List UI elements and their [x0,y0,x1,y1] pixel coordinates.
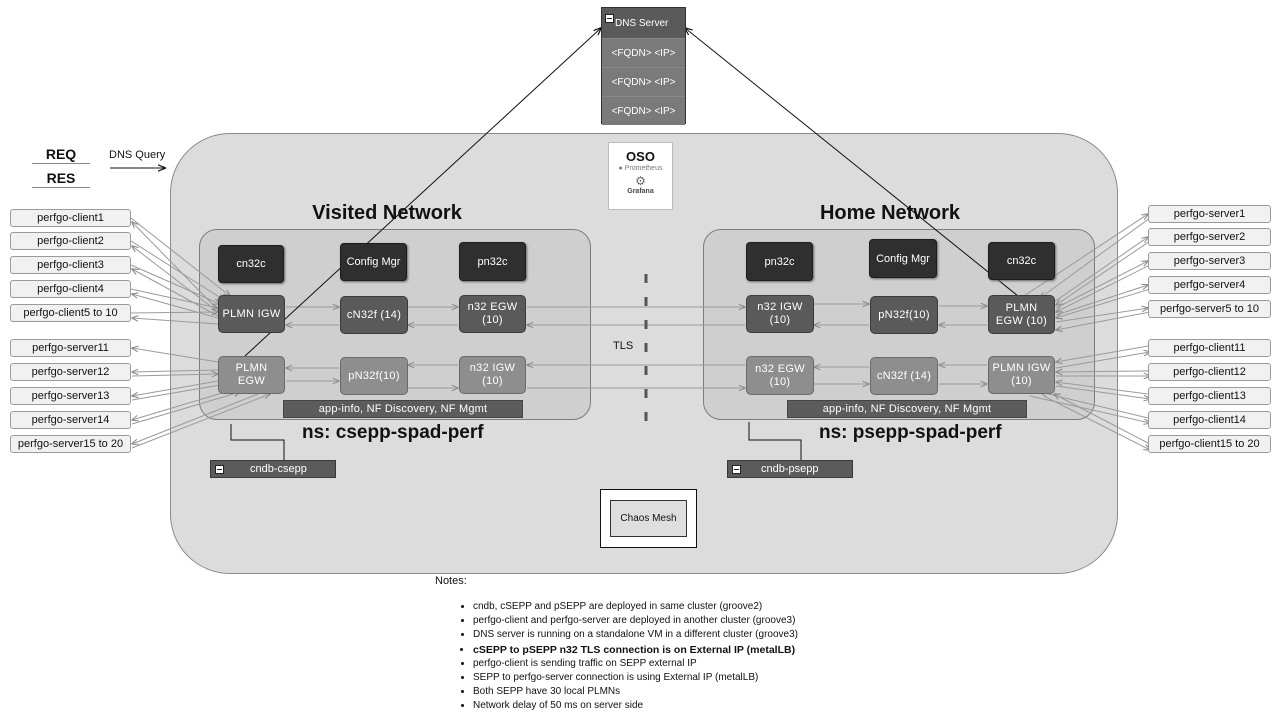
right-client-box[interactable]: perfgo-client11 [1148,339,1271,357]
right-server-box[interactable]: perfgo-server5 to 10 [1148,300,1271,318]
collapse-icon[interactable] [605,13,614,23]
right-server-box[interactable]: perfgo-server1 [1148,205,1271,223]
left-client-box[interactable]: perfgo-client3 [10,256,131,274]
right-client-box[interactable]: perfgo-client13 [1148,387,1271,405]
prometheus-icon: ● [618,165,623,172]
home-pn32f[interactable]: pN32f(10) [870,296,938,334]
dns-server-header: DNS Server [602,8,685,38]
home-n32-igw[interactable]: n32 IGW (10) [746,295,814,333]
visited-config-mgr[interactable]: Config Mgr [340,243,407,281]
note-item: cSEPP to pSEPP n32 TLS connection is on … [473,643,965,657]
home-plmn-igw[interactable]: PLMN IGW (10) [988,356,1055,394]
visited-namespace-label: ns: csepp-spad-perf [302,422,484,443]
chaos-mesh-box[interactable]: Chaos Mesh [610,500,687,537]
dns-server-title: DNS Server [615,17,669,29]
visited-db-label: cndb-csepp [250,463,307,475]
dns-record-row: <FQDN> <IP> [602,38,685,67]
right-server-box[interactable]: perfgo-server2 [1148,228,1271,246]
dns-server: DNS Server <FQDN> <IP> <FQDN> <IP> <FQDN… [601,7,686,125]
home-pn32c[interactable]: pn32c [746,242,813,281]
note-item: DNS server is running on a standalone VM… [473,628,965,642]
visited-cn32f[interactable]: cN32f (14) [340,296,408,334]
note-item: SEPP to perfgo-server connection is usin… [473,671,965,685]
legend-req: REQ [32,146,90,164]
right-server-box[interactable]: perfgo-server3 [1148,252,1271,270]
home-cn32c[interactable]: cn32c [988,242,1055,280]
left-server-box[interactable]: perfgo-server12 [10,363,131,381]
visited-pn32f[interactable]: pN32f(10) [340,357,408,395]
home-n32-egw[interactable]: n32 EGW (10) [746,356,814,395]
left-server-box[interactable]: perfgo-server15 to 20 [10,435,131,453]
prometheus-logo: ● Prometheus [618,165,663,172]
right-server-box[interactable]: perfgo-server4 [1148,276,1271,294]
home-plmn-egw[interactable]: PLMN EGW (10) [988,295,1055,334]
visited-app-info-strip: app-info, NF Discovery, NF Mgmt [283,400,523,418]
home-db-label: cndb-psepp [761,463,819,475]
visited-plmn-igw[interactable]: PLMN IGW [218,295,285,333]
left-client-box[interactable]: perfgo-client1 [10,209,131,227]
visited-n32-igw[interactable]: n32 IGW (10) [459,356,526,394]
legend-dns-query: DNS Query [109,149,166,161]
chaos-mesh-frame: Chaos Mesh [600,489,697,548]
note-item: perfgo-client and perfgo-server are depl… [473,614,965,628]
dns-record-row: <FQDN> <IP> [602,67,685,96]
collapse-icon[interactable] [215,464,224,474]
note-item: Both SEPP have 30 local PLMNs [473,685,965,699]
right-client-box[interactable]: perfgo-client15 to 20 [1148,435,1271,453]
grafana-label: Grafana [627,188,654,195]
collapse-icon[interactable] [732,464,741,474]
home-namespace-label: ns: psepp-spad-perf [819,422,1002,443]
home-cn32f[interactable]: cN32f (14) [870,357,938,395]
left-client-box[interactable]: perfgo-client5 to 10 [10,304,131,322]
home-db[interactable]: cndb-psepp [727,460,853,478]
visited-db[interactable]: cndb-csepp [210,460,336,478]
right-client-box[interactable]: perfgo-client12 [1148,363,1271,381]
left-server-box[interactable]: perfgo-server13 [10,387,131,405]
notes-heading: Notes: [435,575,467,587]
left-server-box[interactable]: perfgo-server14 [10,411,131,429]
left-server-box[interactable]: perfgo-server11 [10,339,131,357]
left-client-box[interactable]: perfgo-client2 [10,232,131,250]
left-client-box[interactable]: perfgo-client4 [10,280,131,298]
oso-title: OSO [626,149,655,164]
tls-label: TLS [613,340,634,352]
legend-res: RES [32,170,90,188]
home-app-info-strip: app-info, NF Discovery, NF Mgmt [787,400,1027,418]
note-item: cndb, cSEPP and pSEPP are deployed in sa… [473,600,965,614]
visited-n32-egw[interactable]: n32 EGW (10) [459,295,526,333]
visited-plmn-egw[interactable]: PLMN EGW [218,356,285,394]
home-network-title: Home Network [819,202,961,224]
visited-pn32c[interactable]: pn32c [459,242,526,281]
home-config-mgr[interactable]: Config Mgr [869,239,937,278]
notes-list: cndb, cSEPP and pSEPP are deployed in sa… [445,600,965,714]
note-item: perfgo-client is sending traffic on SEPP… [473,657,965,671]
note-item: Network delay of 50 ms on server side [473,699,965,713]
visited-cn32c[interactable]: cn32c [218,245,284,283]
visited-network-title: Visited Network [312,202,462,224]
right-client-box[interactable]: perfgo-client14 [1148,411,1271,429]
grafana-icon: ⚙ [635,174,646,188]
oso-panel: OSO ● Prometheus ⚙ Grafana [608,142,673,210]
dns-record-row: <FQDN> <IP> [602,96,685,125]
